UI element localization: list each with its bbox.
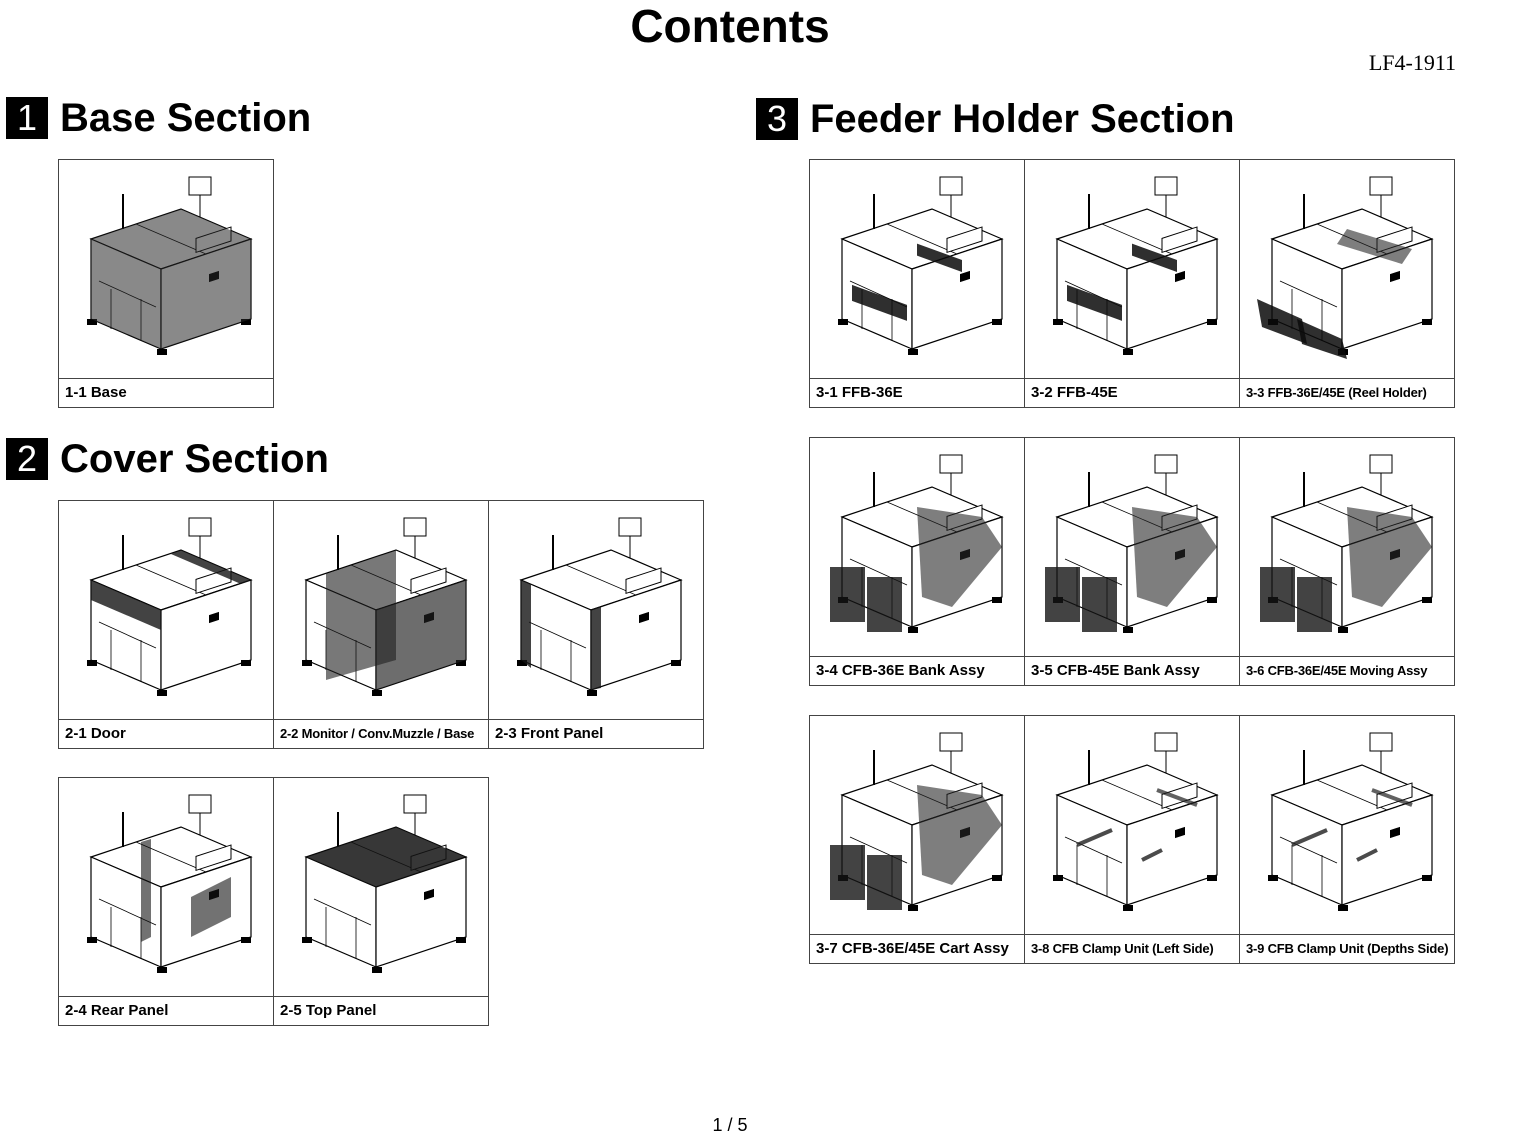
thumbnail-caption[interactable]: 2-5 Top Panel <box>280 1002 377 1019</box>
thumbnail-card[interactable]: 2-1 Door <box>59 501 274 748</box>
machine-illustration[interactable] <box>1240 438 1454 657</box>
page-title: Contents <box>630 0 830 52</box>
machine-drawing <box>87 176 253 355</box>
section-heading-feeder-holder: 3 Feeder Holder Section <box>756 97 1235 141</box>
thumbnail-card[interactable]: 3-4 CFB-36E Bank Assy <box>810 438 1025 685</box>
machine-illustration[interactable] <box>1240 160 1454 379</box>
machine-drawing <box>830 732 1004 911</box>
machine-drawing <box>1257 176 1434 359</box>
thumbnail-card[interactable]: 2-2 Monitor / Conv.Muzzle / Base <box>274 501 489 748</box>
thumbnail-caption[interactable]: 3-1 FFB-36E <box>816 384 903 401</box>
section-number-badge: 3 <box>756 98 798 140</box>
machine-drawing <box>1260 454 1434 633</box>
machine-illustration[interactable] <box>1240 716 1454 935</box>
machine-drawing <box>1045 454 1219 633</box>
thumbnail-caption[interactable]: 3-4 CFB-36E Bank Assy <box>816 662 985 679</box>
machine-illustration[interactable] <box>274 501 488 720</box>
thumbnail-card[interactable]: 1-1 Base <box>59 160 273 407</box>
machine-drawing <box>302 517 468 696</box>
thumbnail-caption[interactable]: 3-6 CFB-36E/45E Moving Assy <box>1246 663 1428 678</box>
thumbnail-grid: 3-4 CFB-36E Bank Assy 3-5 CFB-45E Bank A… <box>809 437 1455 686</box>
thumbnail-caption[interactable]: 3-7 CFB-36E/45E Cart Assy <box>816 940 1009 957</box>
thumbnail-card[interactable]: 3-6 CFB-36E/45E Moving Assy <box>1240 438 1454 685</box>
document-number: LF4-1911 <box>1368 50 1456 75</box>
thumbnail-card[interactable]: 3-7 CFB-36E/45E Cart Assy <box>810 716 1025 963</box>
machine-drawing <box>1053 732 1219 911</box>
thumbnail-caption[interactable]: 3-5 CFB-45E Bank Assy <box>1031 662 1200 679</box>
machine-drawing <box>302 794 468 973</box>
thumbnail-card[interactable]: 3-5 CFB-45E Bank Assy <box>1025 438 1240 685</box>
thumbnail-card[interactable]: 3-1 FFB-36E <box>810 160 1025 407</box>
section-title: Base Section <box>60 95 312 140</box>
thumbnail-caption[interactable]: 3-9 CFB Clamp Unit (Depths Side) <box>1246 941 1449 956</box>
machine-drawing <box>1268 732 1434 911</box>
section-title: Cover Section <box>60 436 329 481</box>
machine-illustration[interactable] <box>59 160 273 379</box>
thumbnail-grid: 2-1 Door 2-2 Monitor / Conv.Muzzle / Bas… <box>58 500 704 749</box>
thumbnail-card[interactable]: 3-2 FFB-45E <box>1025 160 1240 407</box>
machine-drawing <box>830 454 1004 633</box>
machine-illustration[interactable] <box>1025 716 1239 935</box>
machine-illustration[interactable] <box>274 778 488 997</box>
section-title: Feeder Holder Section <box>810 96 1235 141</box>
machine-drawing <box>517 517 683 696</box>
thumbnail-caption[interactable]: 2-1 Door <box>65 725 126 742</box>
machine-illustration[interactable] <box>1025 438 1239 657</box>
thumbnail-grid: 2-4 Rear Panel 2-5 Top Panel <box>58 777 489 1026</box>
thumbnail-grid: 1-1 Base <box>58 159 274 408</box>
section-number-badge: 2 <box>6 438 48 480</box>
machine-drawing <box>1053 176 1219 355</box>
thumbnail-card[interactable]: 3-8 CFB Clamp Unit (Left Side) <box>1025 716 1240 963</box>
section-number-badge: 1 <box>6 97 48 139</box>
machine-drawing <box>87 794 253 973</box>
machine-illustration[interactable] <box>810 160 1024 379</box>
thumbnail-caption[interactable]: 3-8 CFB Clamp Unit (Left Side) <box>1031 941 1214 956</box>
thumbnail-caption[interactable]: 2-2 Monitor / Conv.Muzzle / Base <box>280 726 475 741</box>
thumbnail-card[interactable]: 2-3 Front Panel <box>489 501 703 748</box>
thumbnail-card[interactable]: 2-5 Top Panel <box>274 778 488 1025</box>
thumbnail-caption[interactable]: 3-3 FFB-36E/45E (Reel Holder) <box>1246 385 1427 400</box>
page-number: 1 / 5 <box>712 1115 748 1135</box>
thumbnail-caption[interactable]: 1-1 Base <box>65 384 127 401</box>
thumbnail-caption[interactable]: 2-3 Front Panel <box>495 725 604 742</box>
thumbnail-card[interactable]: 3-9 CFB Clamp Unit (Depths Side) <box>1240 716 1454 963</box>
machine-drawing <box>838 176 1004 355</box>
thumbnail-card[interactable]: 3-3 FFB-36E/45E (Reel Holder) <box>1240 160 1454 407</box>
machine-illustration[interactable] <box>489 501 703 720</box>
thumbnail-grid: 3-7 CFB-36E/45E Cart Assy 3-8 CFB Clamp … <box>809 715 1455 964</box>
machine-illustration[interactable] <box>1025 160 1239 379</box>
thumbnail-caption[interactable]: 3-2 FFB-45E <box>1031 384 1118 401</box>
thumbnail-caption[interactable]: 2-4 Rear Panel <box>65 1002 169 1019</box>
machine-illustration[interactable] <box>59 501 273 720</box>
machine-illustration[interactable] <box>59 778 273 997</box>
thumbnail-card[interactable]: 2-4 Rear Panel <box>59 778 274 1025</box>
section-heading-cover: 2 Cover Section <box>6 437 329 481</box>
section-heading-base: 1 Base Section <box>6 96 311 140</box>
machine-illustration[interactable] <box>810 438 1024 657</box>
thumbnail-grid: 3-1 FFB-36E 3-2 FFB-45E 3-3 FFB-36E/45E … <box>809 159 1455 408</box>
machine-drawing <box>87 517 253 696</box>
machine-illustration[interactable] <box>810 716 1024 935</box>
